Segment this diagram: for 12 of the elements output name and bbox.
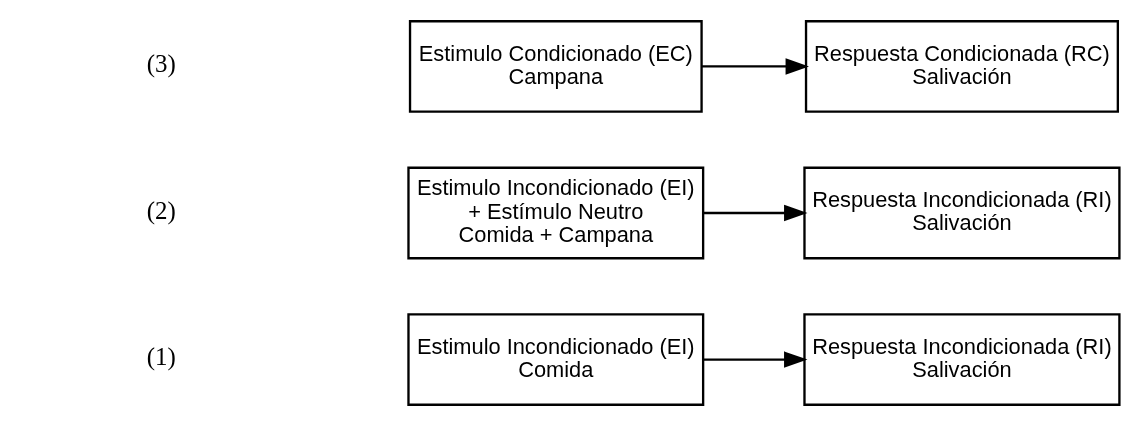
label: (2) — [146, 196, 176, 224]
node-box: Respuesta Incondicionada (RI) Salivación — [803, 166, 1121, 259]
label: (1) — [146, 342, 176, 370]
node-box: Estimulo Incondicionado (EI) + Estímulo Neutro Comida + Campana — [407, 166, 705, 259]
node-box: Respuesta Condicionada (RC) Salivación — [804, 19, 1119, 113]
node-box: Estimulo Condicionado (EC) Campana — [408, 19, 703, 113]
node-box: Estimulo Incondicionado (EI) Comida — [407, 312, 705, 406]
node-box: Respuesta Incondicionada (RI) Salivación — [803, 312, 1121, 406]
arrow — [703, 350, 808, 368]
arrow — [701, 57, 809, 75]
label: (3) — [146, 49, 176, 77]
arrow — [703, 204, 808, 221]
